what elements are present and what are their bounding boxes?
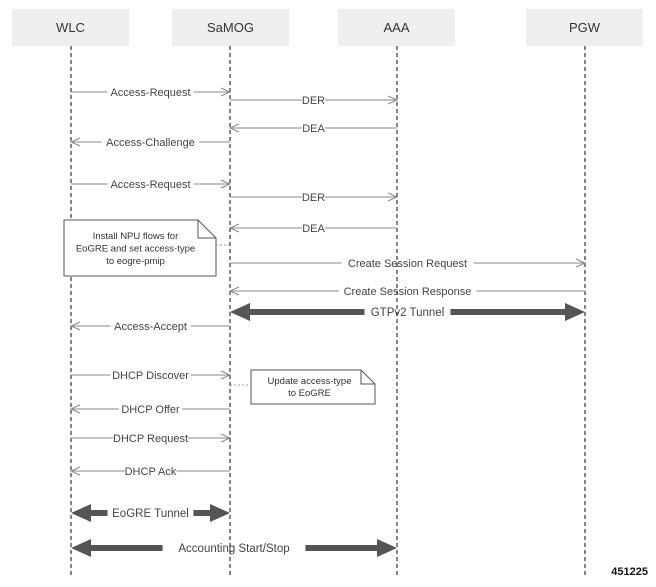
arrowhead-icon	[387, 192, 399, 202]
message-label-access-challenge: Access-Challenge	[106, 137, 195, 149]
message-label-der: DER	[302, 95, 325, 107]
note-line: Update access-type	[268, 376, 352, 387]
arrowhead-icon	[387, 95, 399, 105]
arrowhead-icon	[71, 539, 91, 557]
note-line: to eogre-pmip	[106, 256, 165, 267]
arrowhead-icon	[377, 539, 397, 557]
message-label-dhcp-ack: DHCP Ack	[125, 466, 177, 478]
message-label-dhcp-offer: DHCP Offer	[121, 404, 180, 416]
participant-samog: SaMOG	[172, 9, 289, 46]
arrowhead-icon	[220, 433, 232, 443]
message-label-access-request: Access-Request	[110, 87, 190, 99]
tunnel-label-accounting-start-stop: Accounting Start/Stop	[178, 543, 289, 555]
message-label-der: DER	[302, 192, 325, 204]
arrowhead-icon	[228, 223, 240, 233]
message-label-create-session-request: Create Session Request	[348, 258, 467, 270]
arrowhead-icon	[69, 404, 81, 414]
arrowhead-icon	[69, 137, 81, 147]
note-line: to EoGRE	[288, 388, 331, 399]
arrowhead-icon	[565, 303, 585, 321]
note-box	[63, 219, 217, 277]
message-label-access-accept: Access-Accept	[114, 321, 187, 333]
message-label-dhcp-request: DHCP Request	[113, 433, 188, 445]
arrowhead-icon	[71, 504, 91, 522]
message-label-dea: DEA	[302, 223, 325, 235]
note-fold	[360, 370, 375, 385]
message-label-create-session-response: Create Session Response	[344, 286, 472, 298]
message-label-dhcp-discover: DHCP Discover	[112, 370, 189, 382]
participant-wlc: WLC	[12, 9, 129, 46]
arrowhead-icon	[220, 179, 232, 189]
arrowhead-icon	[69, 321, 81, 331]
arrowhead-icon	[228, 123, 240, 133]
note-box	[250, 369, 376, 405]
tunnel-label-eogre-tunnel: EoGRE Tunnel	[112, 508, 189, 520]
note-fold	[197, 220, 216, 239]
participant-aaa: AAA	[338, 9, 455, 46]
arrowhead-icon	[575, 258, 587, 268]
arrowhead-icon	[230, 303, 250, 321]
message-label-access-request: Access-Request	[110, 179, 190, 191]
note-line: EoGRE and set access-type	[76, 243, 195, 254]
note-line: Install NPU flows for	[93, 231, 179, 242]
arrowhead-icon	[210, 504, 230, 522]
participant-pgw: PGW	[526, 9, 643, 46]
tunnel-label-gtpv2-tunnel: GTPv2 Tunnel	[371, 307, 445, 319]
message-label-dea: DEA	[302, 123, 325, 135]
figure-id: 451225	[611, 566, 648, 578]
arrowhead-icon	[69, 466, 81, 476]
arrowhead-icon	[220, 370, 232, 380]
arrowhead-icon	[220, 87, 232, 97]
arrowhead-icon	[228, 286, 240, 296]
